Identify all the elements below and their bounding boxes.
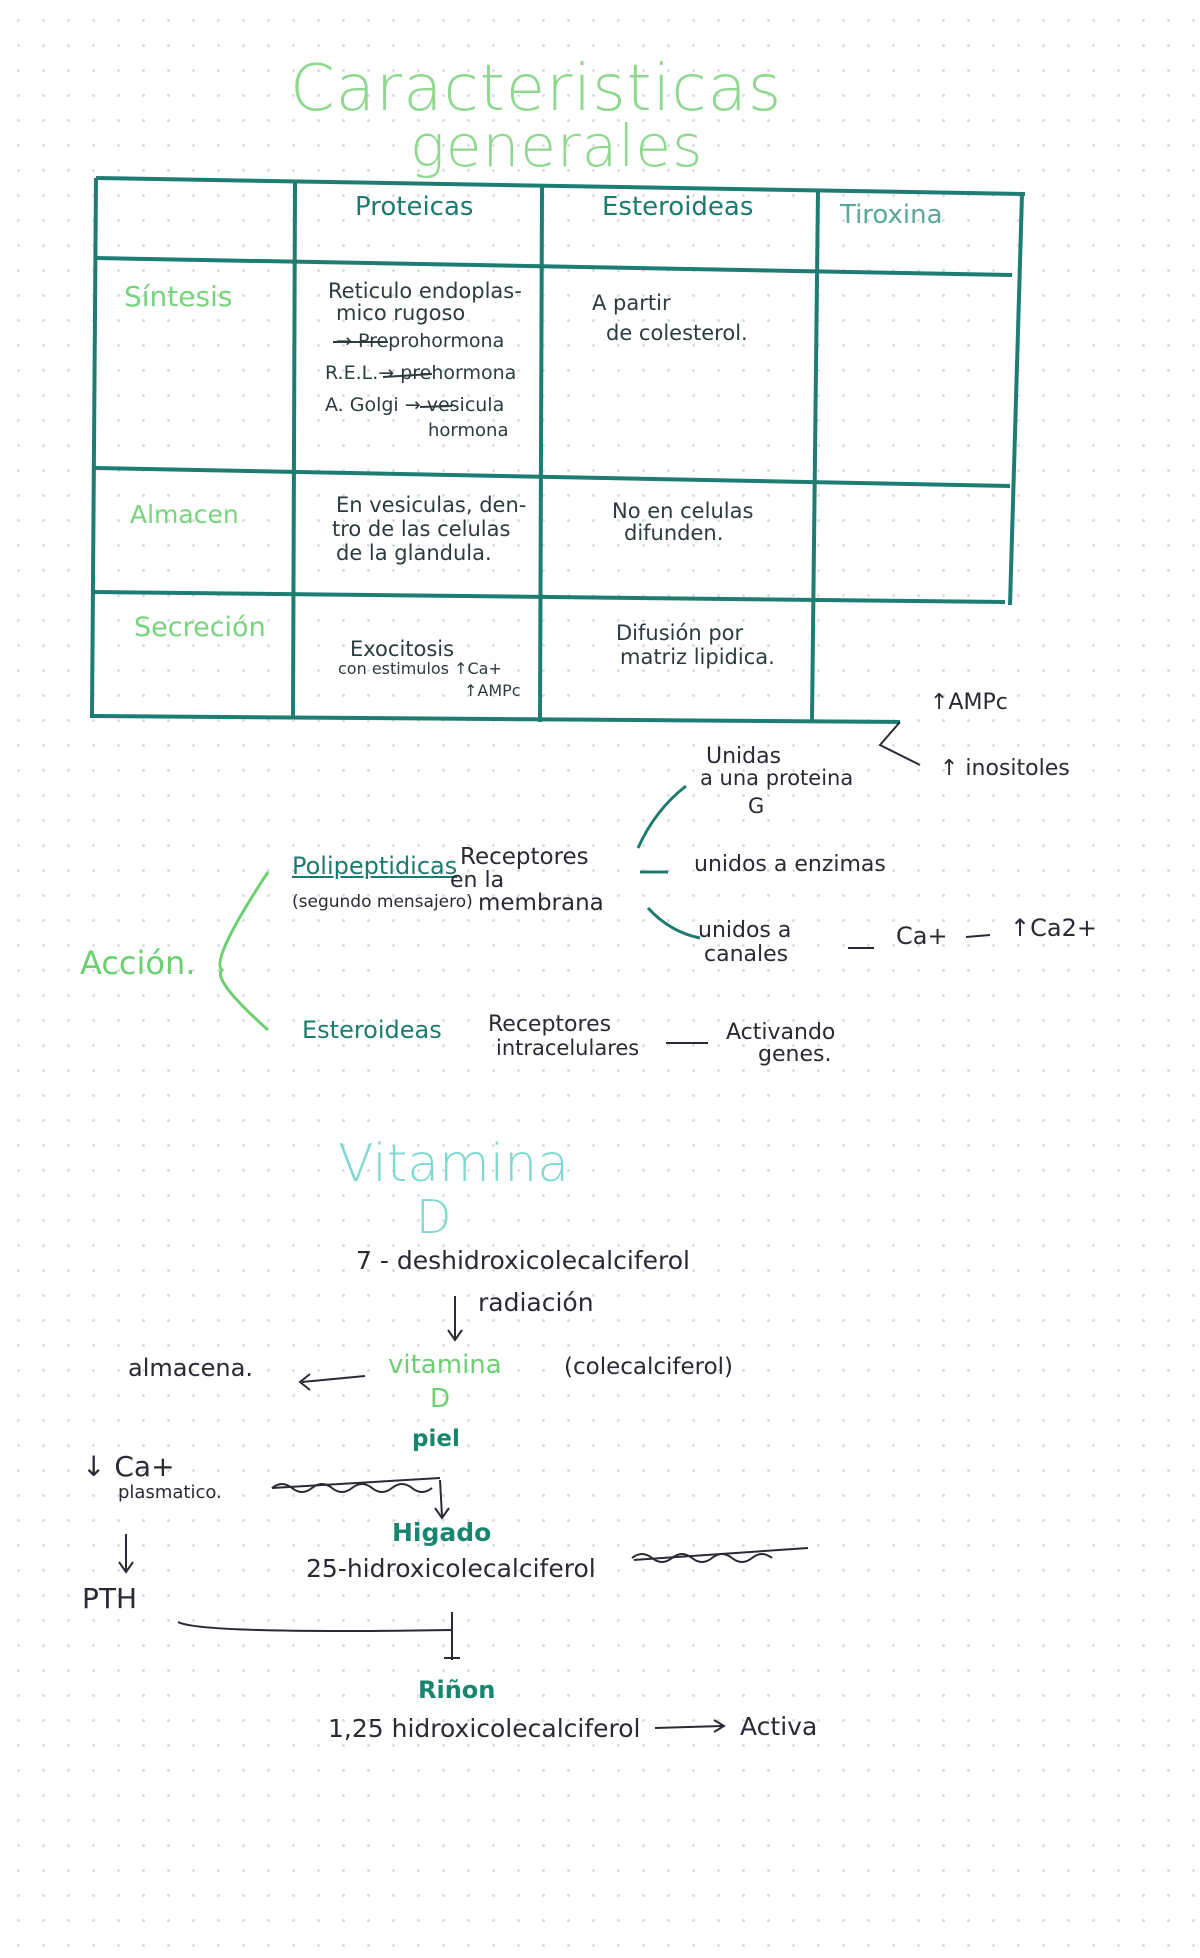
row-label-almacen: Almacen [130,500,239,529]
canales-1: unidos a [698,918,792,943]
cell-almacen-proteicas-3: de la glandula. [336,541,492,565]
proteina-g-1: Unidas [706,744,782,769]
cell-secrecion-esteroideas-2: matriz lipidica. [620,645,775,669]
row-label-sintesis: Síntesis [124,280,233,313]
calcio-sub: plasmatico. [118,1482,222,1503]
proteina-g-2: a una proteina [700,766,854,790]
page-title: Caracteristicas [290,52,783,126]
cell-secrecion-proteicas-2: con estimulos ↑Ca+ [338,659,502,678]
page-subtitle: generales [410,112,704,180]
receptor-intracelular-1: Receptores [488,1012,612,1037]
cell-sintesis-proteicas-6: hormona [428,420,509,441]
esteroideas-label: Esteroideas [302,1016,442,1044]
cell-sintesis-proteicas-3: → Preprohormona [336,330,505,352]
higado-product: 25-hidroxicolecalciferol [306,1554,596,1583]
almacena-label: almacena. [128,1354,253,1382]
rinon-label: Riñon [418,1676,496,1704]
radiacion-step: radiación [478,1288,594,1317]
receptor-membrana-2: en la [450,868,505,893]
cell-sintesis-proteicas-4: R.E.L.→ prehormona [325,362,517,384]
accion-label: Acción. [80,944,196,982]
pth-label: PTH [82,1582,138,1615]
activando-1: Activando [726,1020,836,1045]
cell-almacen-proteicas-1: En vesiculas, den- [336,493,527,517]
receptor-intracelular-2: intracelulares [496,1036,640,1060]
vitamina-title-d: D [416,1190,452,1244]
colecalciferol-label: (colecalciferol) [564,1354,734,1380]
cell-secrecion-proteicas-3: ↑AMPc [464,681,521,700]
canales-ion: Ca+ [896,922,948,950]
polipeptidicas-label: Polipeptidicas [292,852,458,880]
canales-result: ↑Ca2+ [1010,914,1097,942]
cell-sintesis-esteroideas-1: A partir [592,291,671,315]
column-header-tiroxina: Tiroxina [840,200,943,230]
higado-label: Higado [392,1518,492,1547]
enzimas-label: unidos a enzimas [694,852,886,877]
activando-2: genes. [758,1042,832,1067]
column-header-esteroideas: Esteroideas [602,192,754,222]
cell-almacen-esteroideas-2: difunden. [624,521,724,545]
rinon-product: 1,25 hidroxicolecalciferol [328,1714,641,1743]
polipeptidicas-note: (segundo mensajero) [292,892,473,912]
proteina-g-3: G [748,794,765,818]
column-header-proteicas: Proteicas [355,192,474,222]
receptor-membrana-1: Receptores [460,844,589,870]
canales-2: canales [704,942,789,967]
calcio-label: ↓ Ca+ [82,1450,175,1483]
cell-almacen-proteicas-2: tro de las celulas [332,517,511,541]
vitamina-title: Vitamina [338,1134,570,1194]
cell-sintesis-esteroideas-2: de colesterol. [606,321,748,345]
vitamina-d-label: vitamina [388,1350,502,1380]
cell-sintesis-proteicas-2: mico rugoso [336,301,466,325]
receptor-membrana-3: membrana [478,890,604,916]
cell-sintesis-proteicas-1: Reticulo endoplas- [328,279,522,303]
cell-sintesis-proteicas-5: A. Golgi → vesicula [325,394,505,416]
cell-secrecion-proteicas-1: Exocitosis [350,637,455,661]
precursor: 7 - deshidroxicolecalciferol [356,1246,690,1275]
ampc-output: ↑AMPc [930,690,1008,715]
activa-label: Activa [740,1712,818,1741]
cell-almacen-esteroideas-1: No en celulas [612,499,754,523]
cell-secrecion-esteroideas-1: Difusión por [616,621,744,645]
row-label-secrecion: Secreción [134,612,266,643]
vitamina-d-letter: D [430,1384,451,1414]
piel-label: piel [412,1426,460,1452]
inositoles-output: ↑ inositoles [940,756,1070,781]
